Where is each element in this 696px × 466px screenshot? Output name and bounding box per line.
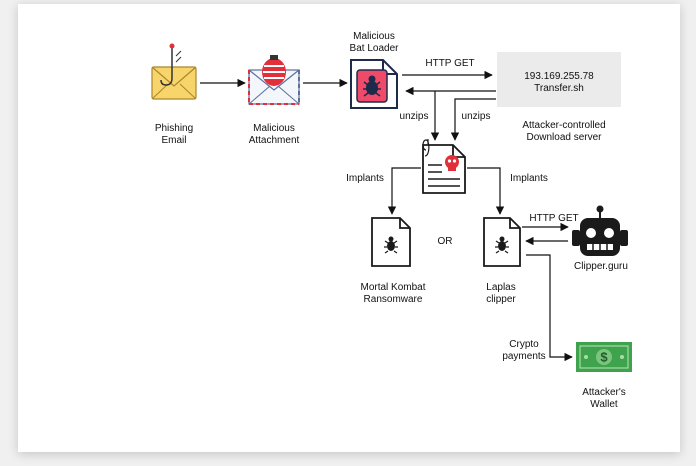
edge-label-unzips-right: unzips [461, 111, 491, 122]
money-bill-icon: $ [576, 342, 632, 372]
edge-label-unzips-left: unzips [399, 111, 429, 122]
ransomware-file-icon [371, 217, 411, 267]
edge-crypto-payments [526, 254, 573, 362]
edge-implants-left [387, 167, 421, 215]
edge-label-http-get-top: HTTP GET [425, 58, 475, 69]
clipper-file-icon [483, 217, 521, 267]
connector-lines [200, 70, 573, 362]
edge-implants-right [467, 167, 505, 215]
clipper-guru-label: Clipper.guru [574, 261, 628, 272]
edge-label-implants-left: Implants [346, 173, 384, 184]
edge-unzips-right [450, 98, 496, 141]
edge-label-implants-right: Implants [510, 173, 548, 184]
phishing-email-icon [151, 43, 197, 100]
or-label: OR [437, 236, 453, 247]
malware-document-icon [422, 139, 466, 194]
malicious-attachment-icon [248, 55, 300, 105]
svg-text:$: $ [600, 350, 608, 365]
edge-label-http-get-bottom: HTTP GET [529, 213, 579, 224]
download-server-box [497, 52, 621, 107]
bat-loader-file-icon [350, 59, 398, 109]
robot-icon [572, 205, 628, 256]
